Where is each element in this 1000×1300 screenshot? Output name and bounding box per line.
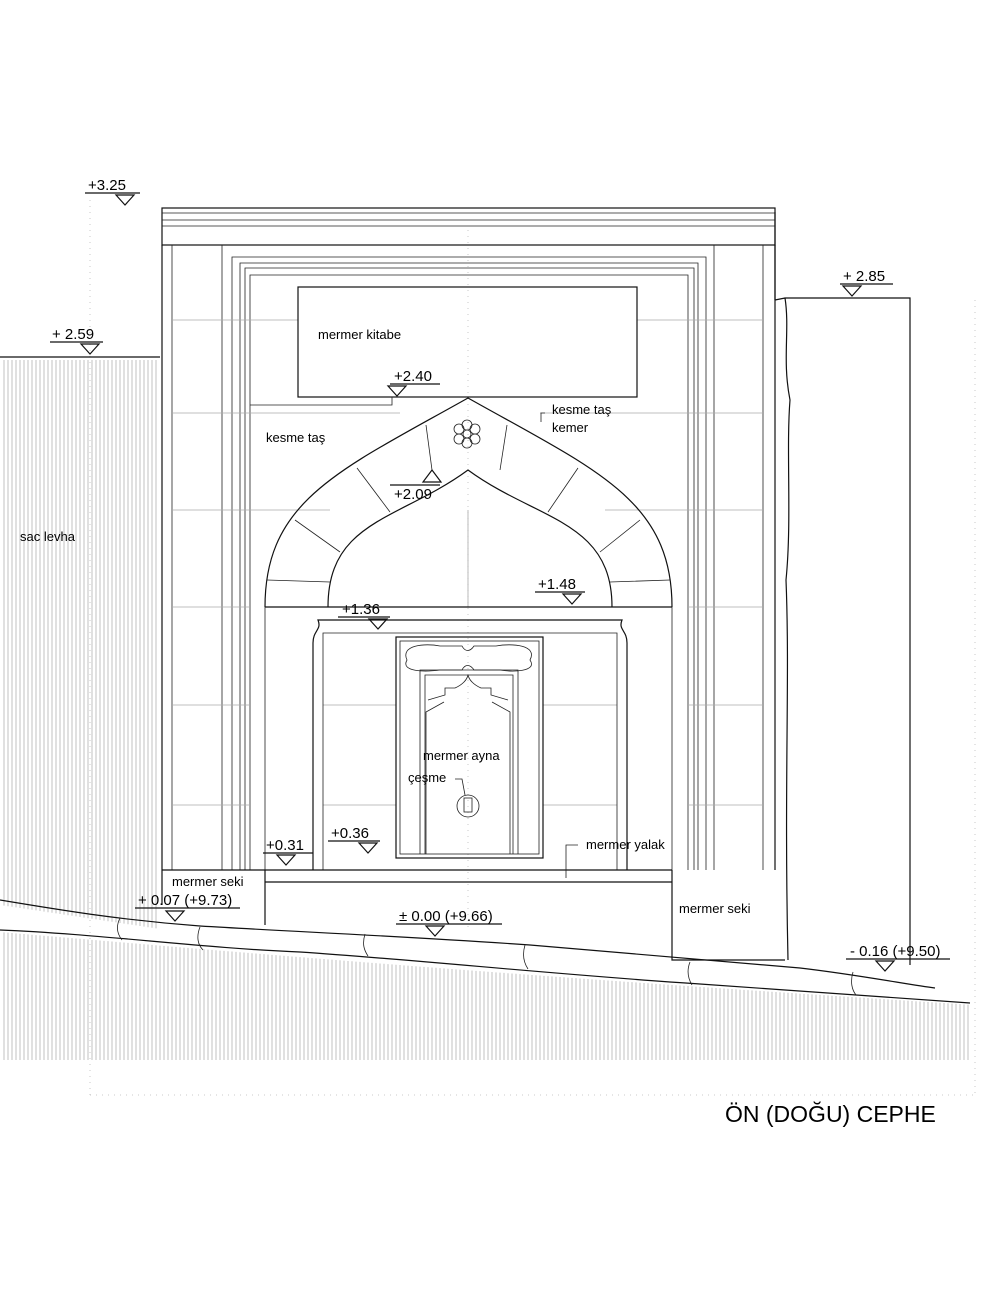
level-triangle-icon	[114, 194, 136, 206]
cornice	[161, 207, 776, 246]
level-zero: ± 0.00 (+9.66)	[399, 908, 493, 925]
kitabe-panel	[297, 286, 638, 398]
level-triangle-icon	[386, 385, 408, 397]
sac-levha-wall	[0, 356, 160, 929]
guide-lines	[89, 200, 976, 1096]
mermer-ayna-panel	[395, 636, 544, 859]
right-wall	[774, 212, 911, 965]
ground-line	[0, 899, 971, 1060]
label-mermer-seki-left: mermer seki	[172, 874, 244, 889]
label-mermer-kitabe: mermer kitabe	[318, 327, 401, 342]
level-triangle-icon	[79, 343, 101, 355]
label-cesme: çeşme	[408, 770, 446, 785]
level-left-wall: + 2.59	[52, 326, 94, 343]
level-arch-spring: +1.48	[538, 576, 576, 593]
level-triangle-icon	[561, 593, 583, 605]
faucet-icon	[456, 794, 480, 818]
level-kitabe-bottom: +2.40	[394, 368, 432, 385]
level-arch-inner: +2.09	[394, 486, 432, 503]
label-mermer-seki-right: mermer seki	[679, 901, 751, 916]
label-sac-levha: sac levha	[20, 529, 76, 544]
level-triangle-icon	[367, 618, 389, 630]
level-niche-top: +1.36	[342, 601, 380, 618]
level-seki: +0.31	[266, 837, 304, 854]
level-top: +3.25	[88, 177, 126, 194]
level-left-ground: + 0.07 (+9.73)	[138, 892, 232, 909]
label-mermer-ayna: mermer ayna	[423, 748, 500, 763]
level-right-ground: - 0.16 (+9.50)	[850, 943, 940, 960]
drawing-title: ÖN (DOĞU) CEPHE	[725, 1101, 936, 1127]
level-triangle-icon	[841, 285, 863, 297]
kemer-leader	[540, 412, 545, 422]
level-right-wall: + 2.85	[843, 268, 885, 285]
kitabe-leader	[250, 397, 393, 406]
level-triangle-icon	[874, 960, 896, 972]
label-mermer-yalak: mermer yalak	[586, 837, 665, 852]
level-triangle-icon	[275, 854, 297, 866]
level-yalak: +0.36	[331, 825, 369, 842]
base-and-seki	[161, 844, 785, 961]
rosette-icon	[453, 419, 481, 449]
level-triangle-icon	[164, 910, 186, 922]
level-triangle-icon	[357, 842, 379, 854]
label-kesme-tas: kesme taş	[266, 430, 326, 445]
ogee-arch	[264, 397, 673, 870]
level-triangle-icon	[424, 925, 446, 937]
niche	[312, 619, 628, 870]
level-triangle-icon	[421, 469, 443, 483]
label-kesme-tas-kemer-2: kemer	[552, 420, 589, 435]
level-markers	[50, 192, 950, 972]
portal-frame	[161, 245, 776, 870]
label-kesme-tas-kemer-1: kesme taş	[552, 402, 612, 417]
